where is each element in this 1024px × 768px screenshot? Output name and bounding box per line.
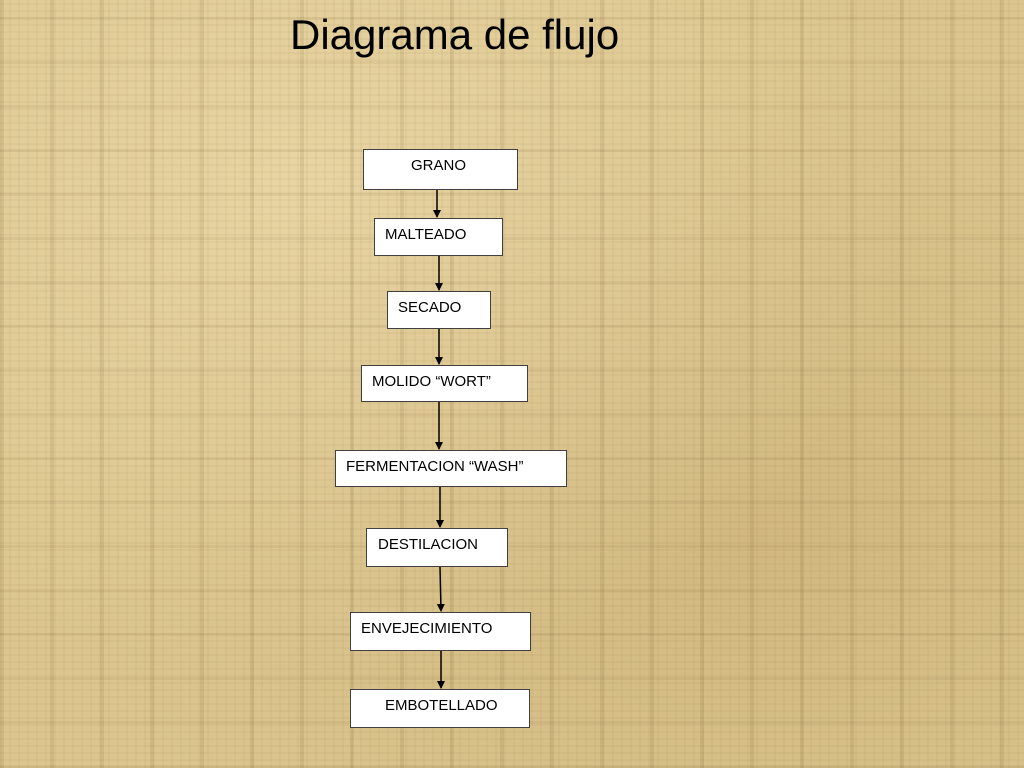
step-fermentacion-wash: FERMENTACION “WASH” [335,450,567,487]
step-grano: GRANO [363,149,518,190]
step-label: ENVEJECIMIENTO [361,620,493,637]
step-secado: SECADO [387,291,491,329]
arrow-destilacion-envejecimiento [436,566,445,612]
step-envejecimiento: ENVEJECIMIENTO [350,612,531,651]
step-label: DESTILACION [378,536,479,553]
slide-title: Diagrama de flujo [290,11,620,58]
step-label: SECADO [398,299,462,316]
step-label: MALTEADO [385,226,467,243]
step-malteado: MALTEADO [374,218,503,256]
step-label: FERMENTACION “WASH” [346,458,524,475]
step-label: GRANO [411,157,467,174]
step-label: MOLIDO “WORT” [372,373,491,390]
step-destilacion: DESTILACION [366,528,508,567]
step-molido-wort: MOLIDO “WORT” [361,365,528,402]
step-label: EMBOTELLADO [385,697,498,714]
step-embotellado: EMBOTELLADO [350,689,530,728]
